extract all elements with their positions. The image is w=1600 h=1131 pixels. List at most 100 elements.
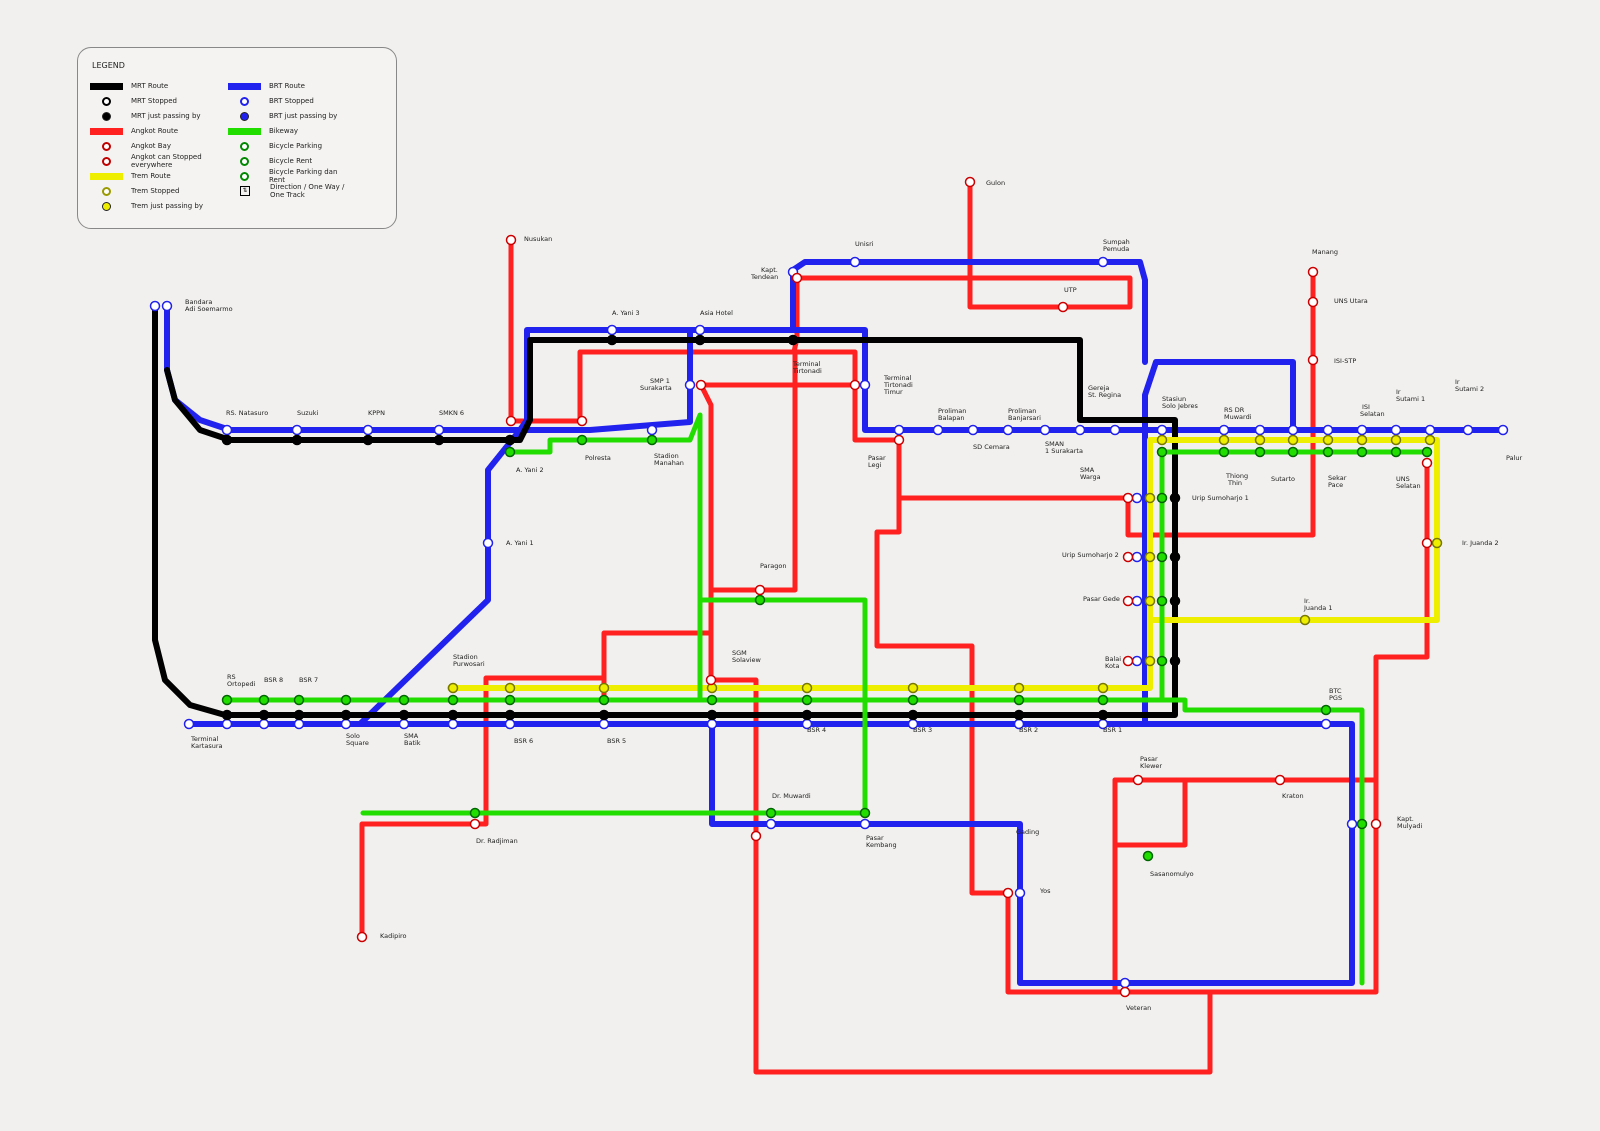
trem-stop xyxy=(1299,614,1311,626)
brt-stop xyxy=(859,379,871,391)
station-label: Adi Soemarmo xyxy=(185,305,233,313)
brt-route xyxy=(186,359,1296,727)
mrt-stop xyxy=(1097,709,1109,721)
route-lines xyxy=(152,179,1506,1075)
station-label: Juanda 1 xyxy=(1303,604,1332,612)
legend-item: MRT just passing by xyxy=(90,109,201,123)
station-label: Urip Sumoharjo 2 xyxy=(1062,551,1119,559)
angkot-route xyxy=(874,437,1430,995)
angkot-bay xyxy=(1132,774,1144,786)
angkot-bay xyxy=(705,674,717,686)
brt-stop xyxy=(967,424,979,436)
station-label: Kapt. xyxy=(761,266,778,274)
brt-stop xyxy=(447,718,459,730)
legend-item: BRT Stopped xyxy=(228,94,314,108)
bike-stop xyxy=(801,694,813,706)
bike-stop xyxy=(907,694,919,706)
brt-stop xyxy=(161,300,173,312)
mrt-stop xyxy=(447,709,459,721)
legend-item: Bikeway xyxy=(228,124,298,138)
station-label: BSR 7 xyxy=(299,676,318,684)
trem-stop xyxy=(1218,434,1230,446)
bike-stop xyxy=(1320,704,1332,716)
trem-stop xyxy=(1356,434,1368,446)
legend-item: MRT Route xyxy=(90,79,168,93)
station-label: SMP 1 xyxy=(650,377,670,385)
brt-stop xyxy=(221,424,233,436)
station-label: BSR 2 xyxy=(1019,726,1038,734)
brt-stop xyxy=(149,300,161,312)
station-label: Square xyxy=(346,739,369,747)
bike-stop xyxy=(1142,850,1154,862)
brt-stop xyxy=(362,424,374,436)
angkot-route xyxy=(359,630,714,940)
mrt-stop xyxy=(433,434,445,446)
station-label: A. Yani 3 xyxy=(612,309,640,317)
bike-stop xyxy=(221,694,233,706)
station-label: A. Yani 2 xyxy=(516,466,544,474)
brt-stop xyxy=(1039,424,1051,436)
station-label: Proliman xyxy=(938,407,966,415)
brt-stop xyxy=(706,718,718,730)
legend-swatch xyxy=(240,111,249,121)
trem-stop xyxy=(1144,551,1156,563)
trem-stop xyxy=(1431,537,1443,549)
station-label: Batik xyxy=(404,739,421,747)
brt-stop xyxy=(1131,551,1143,563)
brt-stop xyxy=(694,324,706,336)
angkot-bay xyxy=(576,415,588,427)
trem-stop xyxy=(1013,682,1025,694)
station-label: Ir xyxy=(1455,378,1460,386)
station-label: BSR 4 xyxy=(807,726,826,734)
trem-stop xyxy=(447,682,459,694)
trem-stop xyxy=(1144,655,1156,667)
bike-stop xyxy=(646,434,658,446)
legend-label: BRT Stopped xyxy=(269,97,314,105)
trem-stop xyxy=(1322,434,1334,446)
legend-swatch xyxy=(90,172,123,180)
mrt-stop xyxy=(293,709,305,721)
station-label: Klewer xyxy=(1140,762,1162,770)
brt-stop xyxy=(646,424,658,436)
station-label: SMA xyxy=(404,732,419,740)
bike-stop xyxy=(469,807,481,819)
brt-stop xyxy=(1131,492,1143,504)
legend-swatch xyxy=(240,156,249,166)
brt-stop xyxy=(1254,424,1266,436)
station-label: Muwardi xyxy=(1224,413,1252,421)
legend-item: Bicycle Parking xyxy=(228,139,322,153)
station-label: Ir. Juanda 2 xyxy=(1462,539,1499,547)
station-label: Timur xyxy=(883,388,903,396)
legend-label: Direction / One Way / One Track xyxy=(270,183,345,199)
bike-stop xyxy=(706,694,718,706)
brt-stop xyxy=(1097,256,1109,268)
station-label: Pasar Gede xyxy=(1083,595,1120,603)
station-label: Pace xyxy=(1328,481,1343,489)
angkot-stop xyxy=(1307,266,1319,278)
legend-item: ⇅Direction / One Way / One Track xyxy=(228,183,350,199)
angkot-bay xyxy=(695,379,707,391)
station-label: Balai xyxy=(1105,655,1121,663)
mrt-stop xyxy=(606,334,618,346)
legend-label: Angkot Route xyxy=(131,127,179,135)
station-label: BSR 1 xyxy=(1103,726,1122,734)
trem-stop xyxy=(1390,434,1402,446)
brt-stop xyxy=(849,256,861,268)
station-label: Gading xyxy=(1016,828,1039,836)
brt-stop xyxy=(1014,887,1026,899)
station-label: BSR 6 xyxy=(514,737,533,745)
brt-route xyxy=(709,721,1355,986)
station-label: Bandara xyxy=(185,298,212,306)
brt-stop xyxy=(765,818,777,830)
bike-stop xyxy=(504,694,516,706)
angkot-stop xyxy=(356,931,368,943)
legend-label: Bikeway xyxy=(269,127,299,135)
station-label: Terminal xyxy=(190,735,219,743)
bike-stop xyxy=(1421,446,1433,458)
mrt-route xyxy=(152,303,1178,718)
brt-stop xyxy=(1074,424,1086,436)
station-label: Kadipiro xyxy=(380,932,407,940)
brt-stop xyxy=(291,424,303,436)
station-label: Surakarta xyxy=(640,384,672,392)
legend-title: LEGEND xyxy=(92,61,125,70)
